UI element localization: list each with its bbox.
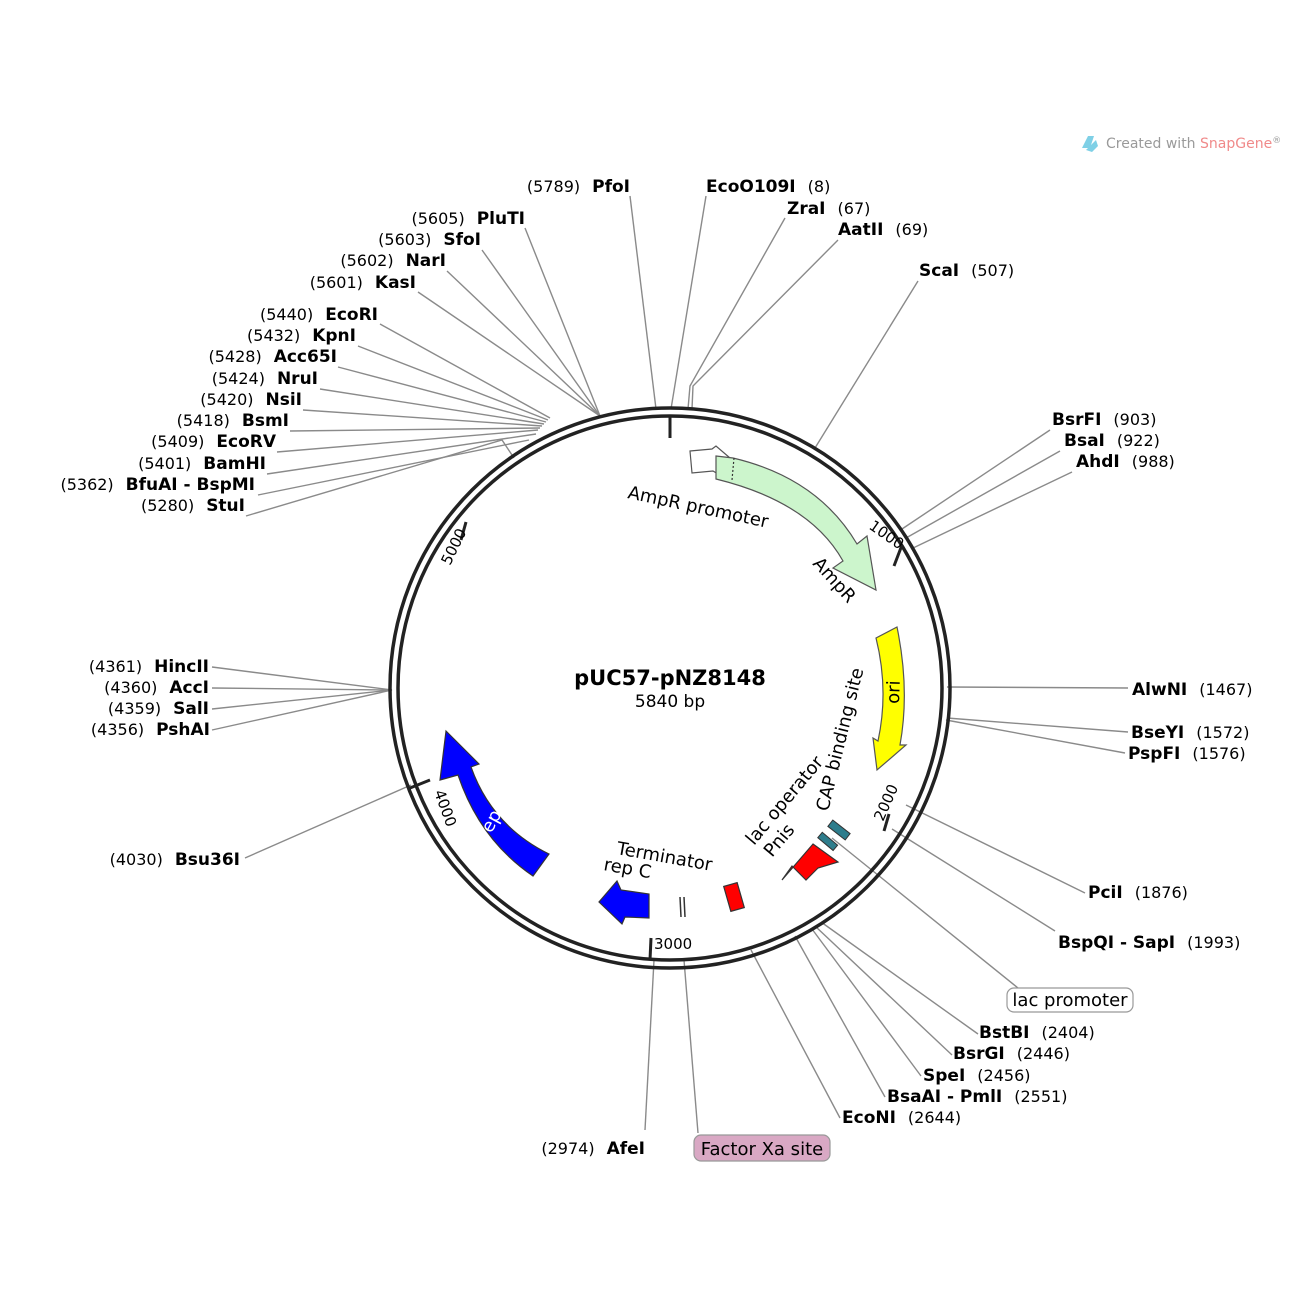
enzyme-label-plutI: (5605)PluTI — [411, 209, 525, 229]
enzyme-label-bsu36i: (4030)Bsu36I — [110, 850, 240, 870]
feature-terminator[interactable] — [722, 881, 746, 913]
tick-label-3000: 3000 — [654, 935, 692, 953]
enzyme-label-alwni: AlwNI(1467) — [1132, 680, 1252, 700]
svg-text:lac promoter: lac promoter — [1012, 990, 1128, 1011]
enzyme-label-ahdi: AhdI(988) — [1076, 452, 1175, 472]
enzyme-leader-lines — [211, 195, 1129, 1134]
enzyme-label-pshai: (4356)PshAI — [91, 720, 210, 740]
feature-repa[interactable] — [439, 729, 550, 877]
snapgene-logo-icon — [1082, 136, 1098, 152]
watermark-brand: SnapGene — [1200, 136, 1272, 152]
enzyme-label-pfoi: (5789)PfoI — [527, 177, 630, 197]
enzyme-label-acc65i: (5428)Acc65I — [209, 347, 338, 367]
enzyme-label-bsmi: (5418)BsmI — [177, 411, 289, 431]
watermark-prefix: Created with — [1106, 136, 1200, 152]
feature-lac-operator[interactable] — [817, 831, 839, 852]
backbone-outer-ring — [388, 406, 952, 970]
enzyme-label-bsrgi: BsrGI(2446) — [953, 1044, 1070, 1064]
enzyme-label-nsii: (5420)NsiI — [200, 390, 302, 410]
enzyme-label-aatii: AatII(69) — [838, 220, 928, 240]
svg-text:Factor Xa site: Factor Xa site — [701, 1139, 823, 1160]
feature-cap-binding-site[interactable] — [827, 819, 851, 841]
watermark-suffix: ® — [1272, 136, 1281, 146]
tick-label-5000: 5000 — [437, 526, 470, 568]
enzyme-label-bsai: BsaI(922) — [1064, 431, 1160, 451]
plasmid-name: pUC57-pNZ8148 — [574, 666, 766, 690]
svg-text:Created with SnapGene®: Created with SnapGene® — [1106, 136, 1281, 152]
enzyme-label-bfuai-bspmi: (5362)BfuAI - BspMI — [60, 475, 255, 495]
label-ori: ori — [883, 680, 905, 704]
enzyme-label-acci: (4360)AccI — [104, 678, 209, 698]
enzyme-label-spei: SpeI(2456) — [923, 1066, 1030, 1086]
feature-ampr[interactable] — [715, 455, 877, 592]
label-ampr-promoter: AmpR promoter — [626, 482, 771, 532]
feature-pnis[interactable] — [781, 843, 840, 881]
enzyme-label-scai: ScaI(507) — [919, 261, 1014, 281]
enzyme-label-bspqi-sapi: BspQI - SapI(1993) — [1058, 933, 1240, 953]
enzyme-label-bstbi: BstBI(2404) — [979, 1023, 1095, 1043]
enzyme-label-bsrfi: BsrFI(903) — [1052, 410, 1156, 430]
enzyme-label-ecorv: (5409)EcoRV — [151, 432, 277, 452]
label-factor-xa-site: Factor Xa site — [693, 1134, 831, 1162]
label-cap-binding-site: CAP binding site — [812, 666, 868, 814]
feature-rep-c[interactable] — [598, 879, 650, 926]
enzyme-label-pspfi: PspFI(1576) — [1128, 744, 1246, 764]
enzyme-label-ecori: (5440)EcoRI — [260, 305, 378, 325]
enzyme-label-nrui: (5424)NruI — [212, 369, 318, 389]
enzyme-label-bsaai-pmli: BsaAI - PmlI(2551) — [887, 1087, 1067, 1107]
enzyme-label-hincii: (4361)HincII — [89, 657, 209, 677]
plasmid-size: 5840 bp — [635, 692, 705, 712]
label-lac-promoter: lac promoter — [1006, 987, 1134, 1013]
enzyme-label-afei: (2974)AfeI — [541, 1139, 645, 1159]
enzyme-label-bamhi: (5401)BamHI — [138, 454, 266, 474]
tick-label-2000: 2000 — [870, 781, 902, 823]
tick-marks — [409, 521, 904, 961]
enzyme-label-ecoo109i: EcoO109I(8) — [706, 177, 830, 197]
enzyme-label-econi: EcoNI(2644) — [842, 1108, 961, 1128]
factor-xa-marks — [679, 896, 686, 918]
snapgene-watermark: Created with SnapGene® — [1082, 136, 1281, 152]
enzyme-label-nari: (5602)NarI — [340, 251, 446, 271]
enzyme-label-stui: (5280)StuI — [141, 496, 245, 516]
enzyme-label-kasi: (5601)KasI — [310, 273, 416, 293]
enzyme-label-pcii: PciI(1876) — [1088, 883, 1188, 903]
enzyme-label-sfoi: (5603)SfoI — [378, 230, 481, 250]
enzyme-label-zrai: ZraI(67) — [787, 199, 870, 219]
enzyme-label-kpni: (5432)KpnI — [247, 326, 356, 346]
enzyme-label-bseyi: BseYI(1572) — [1131, 723, 1249, 743]
feature-ori[interactable] — [872, 626, 908, 772]
enzyme-label-sali: (4359)SalI — [108, 699, 209, 719]
